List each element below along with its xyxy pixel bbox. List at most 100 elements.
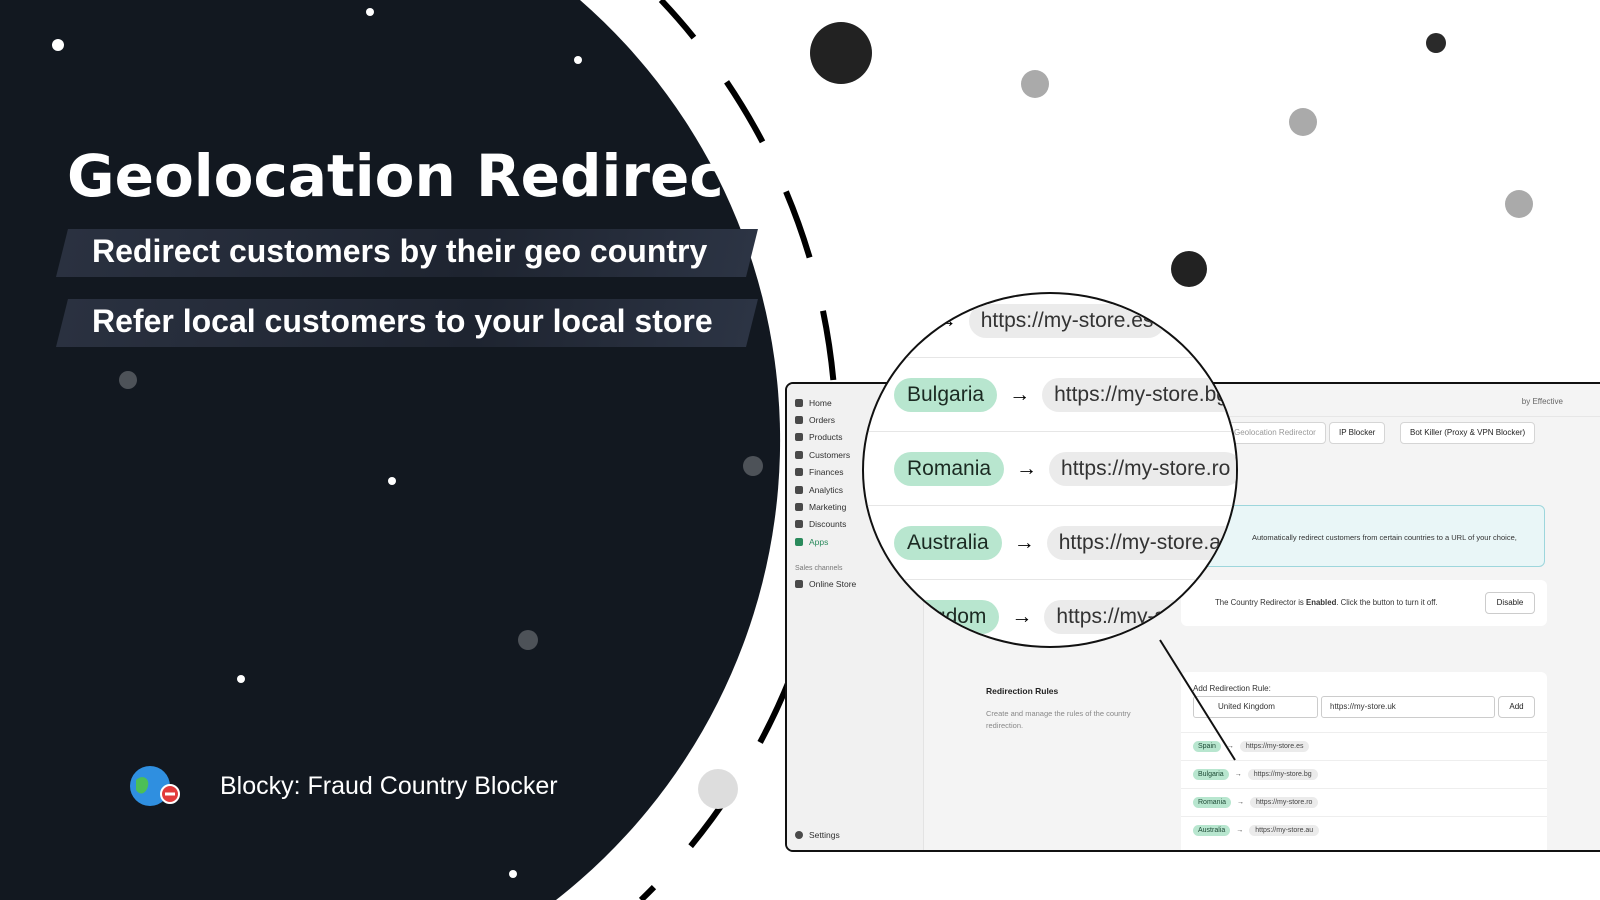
sidebar-item-label: Apps bbox=[809, 536, 829, 547]
rules-title: Redirection Rules bbox=[986, 686, 1059, 696]
divider bbox=[864, 505, 1236, 506]
zoomed-rule-row: Australia → https://my-store.au bbox=[894, 526, 1236, 560]
url-tag: https://my-store.bg bbox=[1247, 769, 1318, 780]
status-text: . Click the button to turn it off. bbox=[1336, 598, 1438, 607]
apps-icon bbox=[795, 537, 803, 546]
sidebar-item-analytics[interactable]: Analytics bbox=[787, 481, 923, 498]
main-content: by Effective Geolocation Redirector IP B… bbox=[924, 384, 1600, 850]
gear-icon bbox=[795, 831, 803, 840]
orders-icon bbox=[795, 416, 803, 425]
magnifier-lens: Spain → https://my-store.es Bulgaria → https… bbox=[862, 292, 1238, 648]
discount-icon bbox=[795, 520, 803, 529]
sidebar-item-home[interactable]: Home bbox=[787, 394, 923, 411]
disable-button[interactable]: Disable bbox=[1485, 592, 1535, 614]
country-tag: Spain bbox=[1193, 741, 1221, 752]
sidebar-item-finances[interactable]: Finances bbox=[787, 464, 923, 481]
hero-subtitle: Redirect customers by their geo country bbox=[92, 233, 708, 269]
country-tag: Spain bbox=[864, 304, 924, 338]
sidebar-item-label: Online Store bbox=[809, 579, 857, 590]
status-card: The Country Redirector is Enabled. Click… bbox=[1181, 580, 1547, 626]
sidebar-item-marketing[interactable]: Marketing bbox=[787, 498, 923, 515]
globe-logo-icon bbox=[130, 766, 180, 806]
url-tag: https://my-store.ro bbox=[1250, 797, 1319, 808]
zoomed-rule-row: Romania → https://my-store.ro bbox=[894, 452, 1236, 486]
sidebar-item-online-store[interactable]: Online Store bbox=[787, 576, 923, 593]
sidebar-item-orders[interactable]: Orders bbox=[787, 411, 923, 428]
url-tag: https://my-store.ro bbox=[1049, 452, 1236, 486]
divider bbox=[864, 357, 1236, 358]
country-tag: Australia bbox=[1193, 825, 1231, 836]
status-value: Enabled bbox=[1306, 598, 1337, 607]
sidebar-item-label: Discounts bbox=[809, 519, 847, 530]
chart-icon bbox=[795, 485, 803, 494]
arrow-icon: → bbox=[1009, 383, 1031, 406]
info-banner: Automatically redirect customers from ce… bbox=[1179, 505, 1545, 567]
sidebar-item-apps[interactable]: Apps bbox=[787, 533, 923, 550]
country-tag: Bulgaria bbox=[894, 378, 998, 412]
person-icon bbox=[795, 450, 803, 459]
sidebar-item-label: Products bbox=[809, 432, 843, 443]
brand-name: Blocky: Fraud Country Blocker bbox=[220, 772, 558, 800]
rule-row: Bulgaria → https://my-store.bg bbox=[1181, 760, 1547, 788]
rule-row: Spain → https://my-store.es bbox=[1181, 732, 1547, 760]
arrow-icon: → bbox=[1234, 771, 1242, 778]
arrow-icon: → bbox=[1226, 743, 1234, 750]
zoomed-rule-row: United Kingdom → https://my-store.uk bbox=[864, 600, 1236, 634]
zoomed-rule-row: Bulgaria → https://my-store.bg bbox=[894, 378, 1236, 412]
sidebar-item-label: Orders bbox=[809, 415, 835, 426]
sidebar-item-discounts[interactable]: Discounts bbox=[787, 516, 923, 533]
country-tag: Australia bbox=[894, 526, 1002, 560]
arrow-icon: → bbox=[1013, 531, 1035, 554]
sidebar-item-label: Customers bbox=[809, 449, 851, 460]
url-tag: https://my-store.au bbox=[1249, 825, 1320, 836]
arrow-icon: → bbox=[1236, 827, 1244, 834]
arrow-icon: → bbox=[1237, 799, 1245, 806]
country-tag: United Kingdom bbox=[864, 600, 1000, 634]
sales-channels-heading: Sales channels bbox=[795, 564, 843, 572]
url-tag: https://my-store.uk bbox=[1044, 600, 1236, 634]
arrow-icon: → bbox=[1011, 605, 1033, 628]
arrow-icon: → bbox=[935, 309, 957, 332]
sidebar-item-label: Analytics bbox=[809, 484, 844, 495]
sidebar-item-label: Home bbox=[809, 397, 832, 408]
sidebar-item-label: Marketing bbox=[809, 502, 847, 513]
add-rule-label: Add Redirection Rule: bbox=[1193, 684, 1271, 693]
dark-circle bbox=[0, 0, 781, 900]
tab-bot-killer[interactable]: Bot Killer (Proxy & VPN Blocker) bbox=[1400, 422, 1536, 444]
country-tag: Romania bbox=[894, 452, 1005, 486]
divider bbox=[924, 416, 1600, 417]
home-icon bbox=[795, 398, 803, 407]
zoomed-rule-row: Spain → https://my-store.es bbox=[864, 304, 1166, 338]
status-text: The Country Redirector is bbox=[1215, 598, 1306, 607]
store-icon bbox=[795, 580, 803, 589]
country-tag: Bulgaria bbox=[1193, 769, 1229, 780]
rule-row: Romania→https://my-store.ro bbox=[1181, 788, 1547, 816]
tag-icon bbox=[795, 433, 803, 442]
url-tag: https://my-store.au bbox=[1046, 526, 1236, 560]
rules-card: Add Redirection Rule: United Kingdom htt… bbox=[1181, 672, 1547, 850]
arrow-icon: → bbox=[1016, 457, 1038, 480]
sidebar-item-label: Finances bbox=[809, 467, 844, 478]
add-button[interactable]: Add bbox=[1498, 696, 1535, 718]
bank-icon bbox=[795, 468, 803, 477]
url-tag: https://my-store.bg bbox=[1042, 378, 1236, 412]
sidebar-item-customers[interactable]: Customers bbox=[787, 446, 923, 463]
sidebar-item-settings[interactable]: Settings bbox=[787, 827, 840, 844]
by-label: by Effective bbox=[1521, 397, 1563, 406]
url-tag: https://my-store.es bbox=[968, 304, 1166, 338]
tab-ip-blocker[interactable]: IP Blocker bbox=[1329, 422, 1386, 444]
sidebar-item-products[interactable]: Products bbox=[787, 429, 923, 446]
divider bbox=[864, 431, 1236, 432]
url-tag: https://my-store.es bbox=[1239, 741, 1310, 752]
divider bbox=[864, 579, 1236, 580]
url-input[interactable]: https://my-store.uk bbox=[1321, 696, 1495, 718]
target-icon bbox=[795, 503, 803, 512]
rules-description: Create and manage the rules of the count… bbox=[986, 709, 1131, 730]
hero-title: Geolocation Redirects bbox=[67, 142, 786, 210]
stars bbox=[52, 8, 763, 878]
hero-subtitle: Refer local customers to your local stor… bbox=[92, 303, 713, 339]
sidebar-item-label: Settings bbox=[809, 830, 840, 841]
rule-row: Australia → https://my-store.au bbox=[1181, 816, 1547, 844]
country-search-input[interactable]: United Kingdom bbox=[1193, 696, 1318, 718]
